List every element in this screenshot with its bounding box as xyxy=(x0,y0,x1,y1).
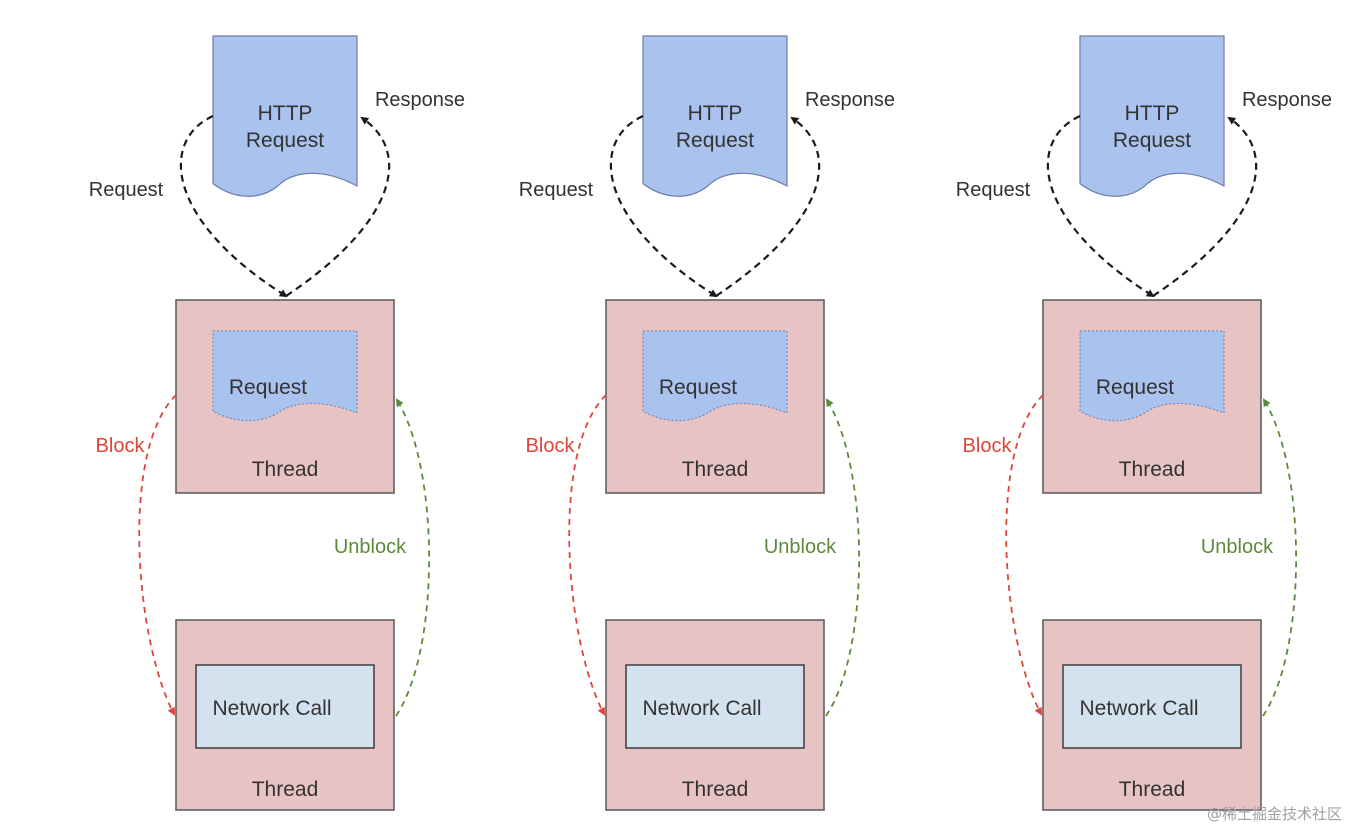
network-call-box xyxy=(625,664,805,749)
response-label: Response xyxy=(375,89,465,111)
response-label: Response xyxy=(1242,89,1332,111)
network-call-box xyxy=(1062,664,1242,749)
network-call-label: Network Call xyxy=(212,697,331,720)
http-request-document-icon xyxy=(642,35,788,197)
panel-1: HTTPRequestRequestResponseRequestThreadN… xyxy=(89,35,465,811)
block-label: Block xyxy=(526,435,576,457)
block-label: Block xyxy=(96,435,146,457)
unblock-label: Unblock xyxy=(764,536,837,558)
block-arrow xyxy=(138,394,177,716)
thread-bottom-label: Thread xyxy=(252,778,319,801)
http-request-label-line1: HTTP xyxy=(688,102,743,125)
http-request-label-line2: Request xyxy=(676,129,754,152)
response-label: Response xyxy=(805,89,895,111)
request-document-icon xyxy=(212,330,358,422)
response-arrow xyxy=(1152,116,1258,297)
request-document-icon xyxy=(1079,330,1225,422)
request-arrow xyxy=(609,114,718,298)
request-arrow xyxy=(1046,114,1155,298)
unblock-label: Unblock xyxy=(334,536,407,558)
network-call-label: Network Call xyxy=(642,697,761,720)
thread-top-label: Thread xyxy=(1119,458,1186,481)
panel-2: HTTPRequestRequestResponseRequestThreadN… xyxy=(519,35,895,811)
request-label: Request xyxy=(956,179,1031,201)
request-document-icon xyxy=(642,330,788,422)
unblock-label: Unblock xyxy=(1201,536,1274,558)
http-request-label-line2: Request xyxy=(246,129,324,152)
thread-bottom-label: Thread xyxy=(1119,778,1186,801)
network-call-box xyxy=(195,664,375,749)
inner-request-label: Request xyxy=(1096,376,1174,399)
http-request-label-line1: HTTP xyxy=(1125,102,1180,125)
thread-top-label: Thread xyxy=(252,458,319,481)
block-label: Block xyxy=(963,435,1013,457)
panel-3: HTTPRequestRequestResponseRequestThreadN… xyxy=(956,35,1332,811)
thread-bottom-label: Thread xyxy=(682,778,749,801)
request-label: Request xyxy=(89,179,164,201)
thread-top-label: Thread xyxy=(682,458,749,481)
inner-request-label: Request xyxy=(659,376,737,399)
unblock-arrow xyxy=(395,398,430,717)
http-request-label-line1: HTTP xyxy=(258,102,313,125)
network-call-label: Network Call xyxy=(1079,697,1198,720)
http-request-document-icon xyxy=(1079,35,1225,197)
unblock-arrow xyxy=(825,398,860,717)
http-request-document-icon xyxy=(212,35,358,197)
response-arrow xyxy=(285,116,391,297)
unblock-arrow xyxy=(1262,398,1297,717)
watermark-text: @稀土掘金技术社区 xyxy=(1206,805,1342,823)
response-arrow xyxy=(715,116,821,297)
http-request-label-line2: Request xyxy=(1113,129,1191,152)
inner-request-label: Request xyxy=(229,376,307,399)
request-arrow xyxy=(179,114,288,298)
request-label: Request xyxy=(519,179,594,201)
block-arrow xyxy=(568,394,607,716)
block-arrow xyxy=(1005,394,1044,716)
